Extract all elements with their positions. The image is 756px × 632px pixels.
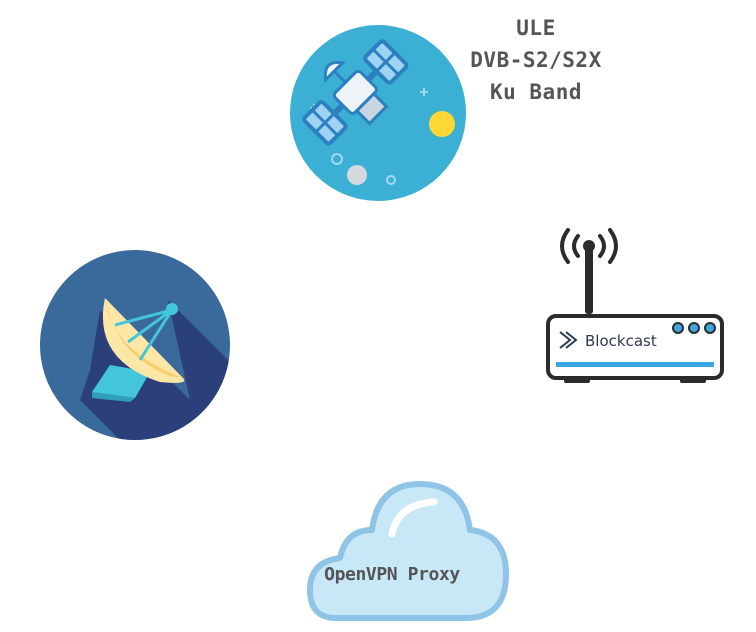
router-icon <box>546 228 724 383</box>
satellite-dish-icon <box>40 250 230 440</box>
ground-station-node <box>40 250 230 440</box>
receiver-node <box>546 228 724 383</box>
satellite-label-line: ULE <box>516 16 556 40</box>
satellite-label-line: DVB-S2/S2X <box>470 48 602 72</box>
satellite-node <box>290 25 466 201</box>
receiver-brand-label: Blockcast <box>585 332 657 350</box>
satellite-label-line: Ku Band <box>489 80 582 104</box>
satellite-label: ULE DVB-S2/S2X Ku Band <box>462 12 610 108</box>
proxy-node <box>307 481 509 621</box>
cloud-icon <box>307 481 509 621</box>
satellite-icon <box>290 25 466 201</box>
proxy-label: OpenVPN Proxy <box>324 564 460 585</box>
blockcast-logo-icon <box>559 331 578 349</box>
